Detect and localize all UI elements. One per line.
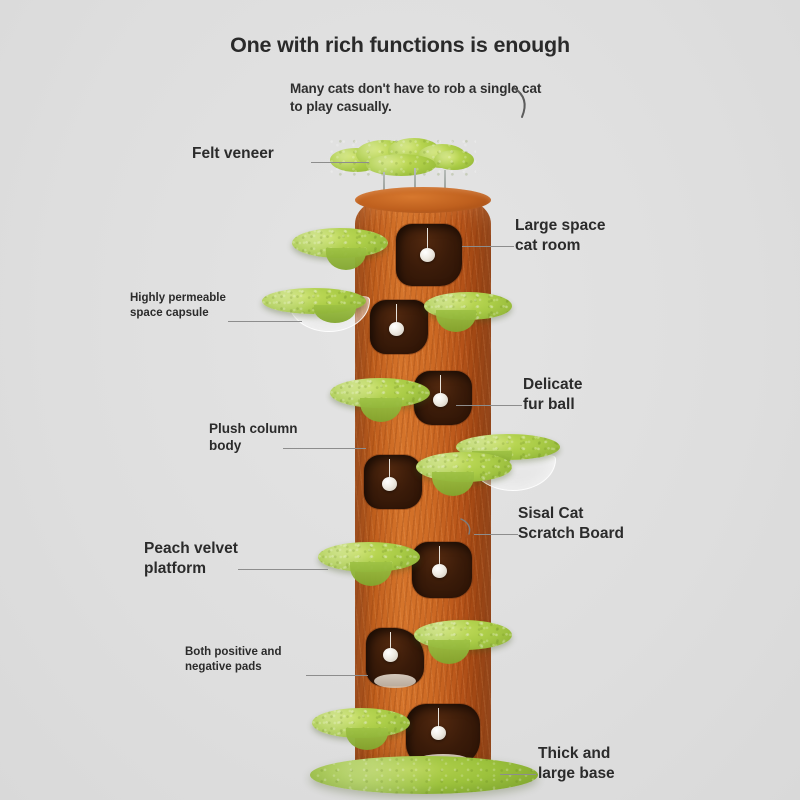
thick-large-base — [310, 756, 538, 794]
fur-ball — [432, 564, 447, 578]
leader-line-felt-veneer — [311, 162, 369, 163]
leader-line-cat-room — [462, 246, 514, 247]
support-rod — [414, 168, 416, 202]
leader-line-base — [500, 774, 536, 775]
label-plush-column-body: Plush column body — [209, 421, 298, 454]
label-thick-large-base: Thick and large base — [538, 745, 615, 782]
decorative-swoosh — [513, 87, 526, 118]
label-delicate-fur-ball: Delicate fur ball — [523, 376, 583, 413]
support-rod — [383, 172, 385, 202]
leader-line-space-capsule — [228, 321, 302, 322]
peach-velvet-platform — [292, 228, 388, 270]
leader-line-sisal-board — [474, 534, 518, 535]
page-subtitle: Many cats don't have to rob a single cat… — [290, 81, 542, 115]
peach-velvet-platform — [330, 378, 430, 422]
fur-ball — [382, 477, 397, 491]
peach-velvet-platform — [414, 620, 512, 664]
support-rod — [444, 170, 446, 202]
label-large-space-cat-room: Large space cat room — [515, 217, 606, 254]
cat-room-opening — [412, 542, 472, 598]
leader-line-plush-column — [283, 448, 366, 449]
fur-ball — [431, 726, 446, 740]
cat-room-opening — [396, 224, 462, 286]
peach-velvet-platform — [312, 708, 410, 750]
cat-room-opening — [364, 455, 422, 509]
peach-velvet-platform — [424, 292, 512, 332]
fur-ball — [433, 393, 448, 407]
label-highly-permeable-space-capsule: Highly permeable space capsule — [130, 292, 226, 319]
fur-ball — [389, 322, 404, 336]
label-both-positive-negative-pads: Both positive and negative pads — [185, 646, 282, 673]
peach-velvet-platform — [318, 542, 420, 586]
sisal-pointer-hook — [460, 518, 471, 535]
fur-ball — [420, 248, 435, 262]
fur-ball — [383, 648, 398, 662]
peach-velvet-platform — [416, 452, 512, 496]
label-peach-velvet-platform: Peach velvet platform — [144, 540, 238, 577]
peach-velvet-platform — [262, 288, 366, 323]
leader-line-pads — [306, 675, 368, 676]
leader-line-peach-velvet — [238, 569, 328, 570]
label-felt-veneer: Felt veneer — [192, 145, 274, 162]
page-title: One with rich functions is enough — [230, 33, 570, 57]
felt-canopy — [330, 138, 476, 178]
label-sisal-cat-scratch-board: Sisal Cat Scratch Board — [518, 505, 624, 542]
leader-line-fur-ball — [456, 405, 522, 406]
cat-room-opening — [370, 300, 428, 354]
